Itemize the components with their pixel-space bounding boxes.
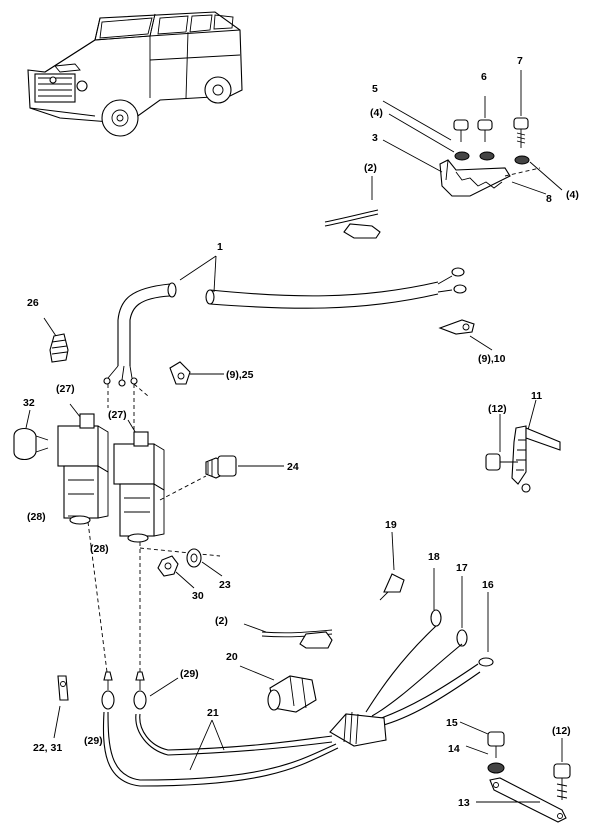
screw-24-icon xyxy=(205,455,284,479)
washer-23-icon xyxy=(186,548,223,577)
cable-tie-middle-icon xyxy=(243,623,333,649)
cap-26-icon xyxy=(43,317,69,363)
screw-7-icon xyxy=(513,117,529,148)
label-26: 26 xyxy=(27,297,39,309)
label-3: 3 xyxy=(372,132,378,144)
label-32: 32 xyxy=(23,397,35,409)
label-21: 21 xyxy=(207,707,219,719)
bracket-3-icon xyxy=(439,159,511,197)
cable-tie-top-icon xyxy=(324,209,381,239)
actuator-motor-right xyxy=(113,419,165,543)
clip-32-icon xyxy=(13,409,49,461)
label-16: 16 xyxy=(482,579,494,591)
label-7: 7 xyxy=(517,55,523,67)
actuator-motor-left xyxy=(57,403,109,525)
label-9-25: (9),25 xyxy=(226,369,254,381)
label-29-bottom: (29) xyxy=(84,735,103,747)
label-28-left: (28) xyxy=(27,511,46,523)
label-20: 20 xyxy=(226,651,238,663)
label-18: 18 xyxy=(428,551,440,563)
main-cable-assembly xyxy=(103,255,467,387)
nut-30-icon xyxy=(157,555,195,589)
label-14: 14 xyxy=(448,743,460,755)
terminal-10-icon xyxy=(438,319,493,351)
label-15: 15 xyxy=(446,717,458,729)
vehicle-illustration xyxy=(27,11,243,137)
relay-bracket-group xyxy=(371,70,563,200)
washers-4-icon xyxy=(454,151,530,165)
terminal-22-icon xyxy=(53,675,69,739)
label-22-31: 22, 31 xyxy=(33,742,62,754)
label-6: 6 xyxy=(481,71,487,83)
label-29-right: (29) xyxy=(180,668,199,680)
connector-19-icon xyxy=(379,531,405,601)
label-1: 1 xyxy=(217,241,223,253)
label-27-right: (27) xyxy=(108,409,127,421)
label-9-10: (9),10 xyxy=(478,353,506,365)
label-28-right: (28) xyxy=(90,543,109,555)
label-17: 17 xyxy=(456,562,468,574)
ground-strap-group xyxy=(459,721,571,823)
terminal-25-icon xyxy=(169,361,224,385)
screw-6-icon xyxy=(477,119,493,142)
actuator-20-icon xyxy=(239,665,317,713)
label-13: 13 xyxy=(458,797,470,809)
label-4-right: (4) xyxy=(566,189,579,201)
label-2-middle: (2) xyxy=(215,615,228,627)
label-11: 11 xyxy=(531,390,542,402)
wiring-harness xyxy=(101,568,494,787)
label-23: 23 xyxy=(219,579,231,591)
label-30: 30 xyxy=(192,590,204,602)
screw-5-icon xyxy=(453,119,469,142)
label-8: 8 xyxy=(546,193,552,205)
ground-bracket-11-icon xyxy=(485,399,561,493)
label-24: 24 xyxy=(287,461,299,473)
label-2-top: (2) xyxy=(364,162,377,174)
label-12-bottom: (12) xyxy=(552,725,571,737)
callout-labels: 1 (2) (2) 3 (4) (4) 5 6 7 8 (9),25 (9),1… xyxy=(23,55,579,809)
label-12-top: (12) xyxy=(488,403,507,415)
label-5: 5 xyxy=(372,83,378,95)
label-19: 19 xyxy=(385,519,397,531)
label-4-left: (4) xyxy=(370,107,383,119)
label-27-left: (27) xyxy=(56,383,75,395)
